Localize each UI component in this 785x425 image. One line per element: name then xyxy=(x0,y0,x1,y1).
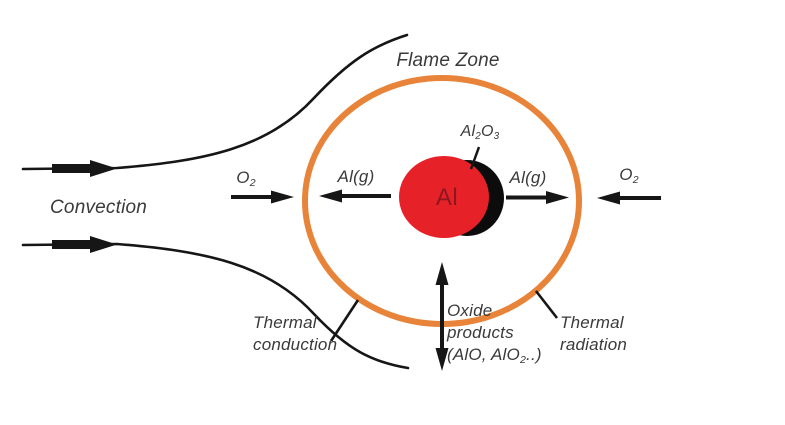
oxide-products-label: Oxide products (AlO, AlO2..) xyxy=(447,301,542,366)
convection-label: Convection xyxy=(50,197,148,218)
thermal-radiation-label: Thermal radiation xyxy=(560,313,628,354)
streamline-bottom xyxy=(21,242,410,370)
oxide-products-arrow xyxy=(435,262,449,371)
thermal-conduction-label: Thermal conduction xyxy=(253,313,338,354)
al2o3-leader-line xyxy=(469,146,481,170)
alg-right-arrow xyxy=(506,191,569,204)
flame-zone-label: Flame Zone xyxy=(396,50,500,71)
convection-arrow-bottom xyxy=(52,236,117,253)
o2-right-label: O2 xyxy=(619,165,639,186)
conduction-leader-line xyxy=(329,299,360,342)
al-particle-shape xyxy=(399,156,489,238)
o2-right-arrow xyxy=(597,191,661,205)
alg-left-arrow xyxy=(319,189,391,203)
al-core-label: Al xyxy=(435,184,459,211)
o2-left-arrow xyxy=(231,190,294,204)
o2-left-label: O2 xyxy=(236,168,256,189)
alg-right-label: Al(g) xyxy=(509,168,547,187)
streamline-top xyxy=(21,33,409,171)
al2o3-label: Al2O3 xyxy=(460,123,500,142)
convection-arrow-top xyxy=(52,160,117,177)
alg-left-label: Al(g) xyxy=(337,167,375,186)
radiation-leader-line xyxy=(534,290,559,319)
